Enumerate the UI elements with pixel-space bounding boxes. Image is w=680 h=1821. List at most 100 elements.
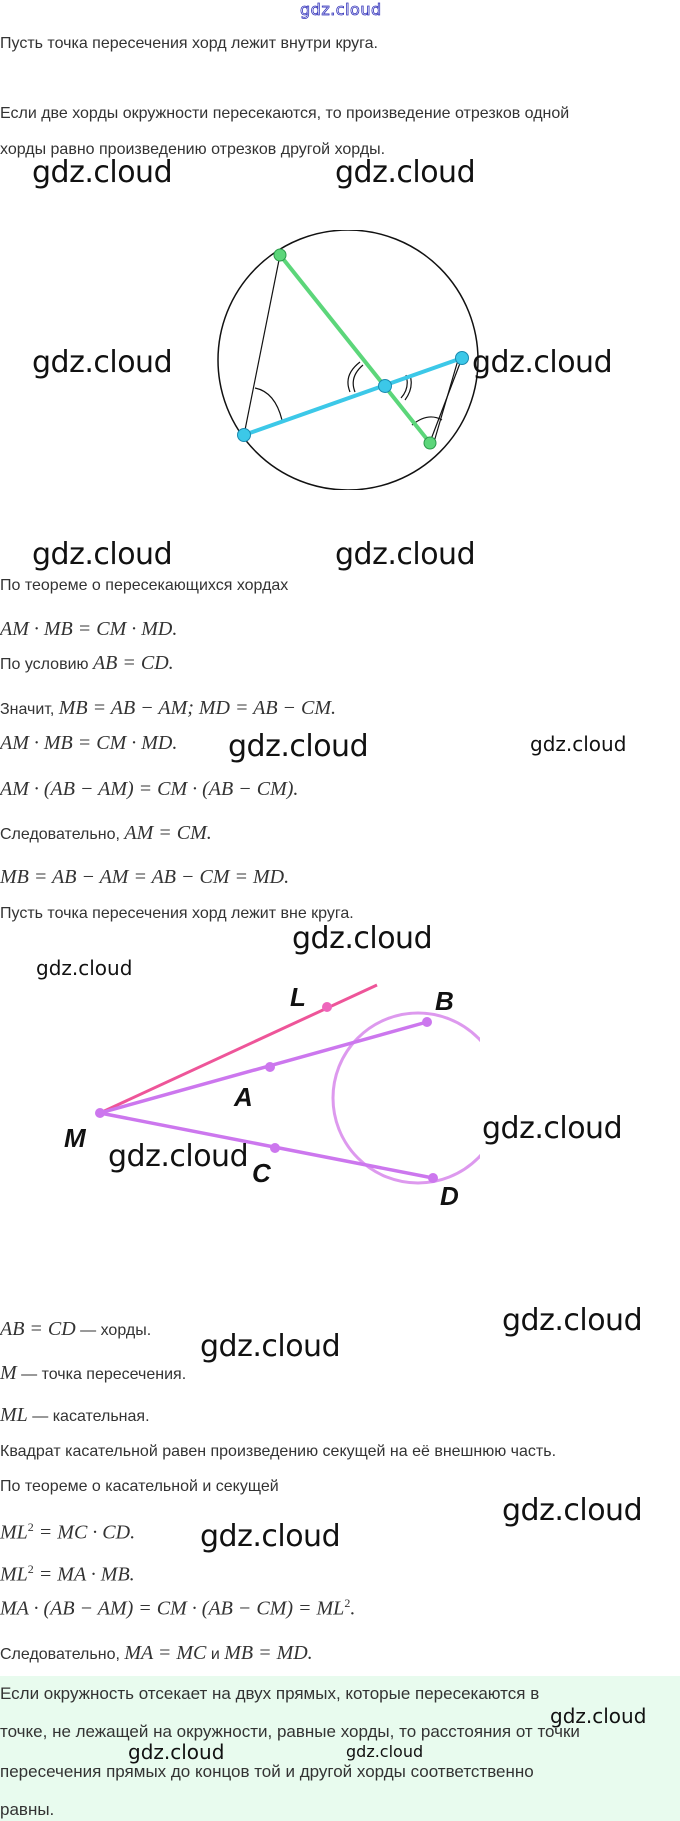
eq6-exponent: 2: [27, 1520, 34, 1534]
watermark: gdz.cloud: [108, 1139, 249, 1174]
conclusion-line1: Если окружность отсекает на двух прямых,…: [0, 1684, 540, 1703]
proof1-line3-prefix: Значит,: [0, 701, 59, 718]
theorem-line-1: Если две хорды окружности пересекаются, …: [0, 105, 570, 122]
point-green-top: [273, 248, 287, 262]
figure-intersecting-chords: [217, 230, 479, 490]
eq7-base: ML: [0, 1563, 28, 1586]
watermark: gdz.cloud: [36, 956, 133, 980]
point-blue-left: [237, 428, 251, 442]
watermark: gdz.cloud: [335, 537, 476, 572]
proof2-line9-prefix: Следовательно,: [0, 1646, 125, 1663]
proof2-line2: M — точка пересечения.: [0, 1362, 186, 1385]
conclusion-line2: точке, не лежащей на окружности, равные …: [0, 1722, 580, 1741]
proof2-line9: Следовательно, MA = MC и MB = MD.: [0, 1642, 313, 1665]
watermark: gdz.cloud: [228, 729, 369, 764]
proof2-eq6: ML2 = MC · CD.: [0, 1520, 135, 1545]
proof2-eq9b: MB = MD.: [224, 1642, 313, 1664]
label-C: C: [252, 1158, 272, 1188]
watermark: gdz.cloud: [32, 345, 173, 380]
point-blue-right: [455, 351, 469, 365]
proof1-eq7: MB = AB − AM = AB − CM = MD.: [0, 866, 290, 888]
eq8-exponent: 2: [344, 1596, 351, 1610]
watermark: gdz.cloud: [32, 155, 173, 190]
watermark: gdz.cloud: [32, 537, 173, 572]
proof1-eq3: MB = AB − AM; MD = AB − CM.: [58, 697, 337, 719]
theorem-line-2: хорды равно произведению отрезков другой…: [0, 141, 386, 158]
label-M: M: [64, 1123, 87, 1153]
proof1-line3: Значит, MB = AB − AM; MD = AB − CM.: [0, 697, 336, 720]
watermark: gdz.cloud: [346, 1742, 424, 1761]
proof1-eq5: AM · (AB − AM) = CM · (AB − CM).: [0, 778, 299, 800]
proof1-eq2: AB = CD.: [92, 652, 174, 674]
angle-arc-left: [254, 387, 283, 421]
point-D: [428, 1173, 438, 1183]
proof2-eq8: MA · (AB − AM) = CM · (AB − CM) = ML2.: [0, 1596, 355, 1621]
eq6-base: ML: [0, 1521, 28, 1544]
proof2-eq3: ML: [0, 1404, 28, 1426]
conclusion-line4: равны.: [0, 1800, 55, 1819]
conclusion-box: [0, 1676, 680, 1821]
point-A: [265, 1062, 275, 1072]
proof2-eq1-suffix: — хорды.: [75, 1322, 152, 1339]
watermark: gdz.cloud: [502, 1303, 643, 1338]
watermark-top: gdz.cloud: [300, 0, 382, 19]
section2-intro: Пусть точка пересечения хорд лежит вне к…: [0, 905, 354, 922]
point-C: [270, 1143, 280, 1153]
label-D: D: [440, 1181, 459, 1211]
proof1-eq6: AM = CM.: [124, 822, 212, 844]
proof2-line5: По теореме о касательной и секущей: [0, 1478, 279, 1495]
proof2-line4: Квадрат касательной равен произведению с…: [0, 1443, 557, 1460]
point-M: [95, 1108, 105, 1118]
chord-green: [278, 253, 432, 445]
section1-intro: Пусть точка пересечения хорд лежит внутр…: [0, 35, 378, 52]
chord-blue: [243, 356, 463, 437]
side-line-left: [243, 254, 281, 436]
secant-mab: [99, 1020, 428, 1115]
circle: [331, 1011, 480, 1185]
watermark: gdz.cloud: [200, 1329, 341, 1364]
proof2-line3: ML — касательная.: [0, 1404, 150, 1427]
point-green-bottom: [423, 436, 437, 450]
side-line-right-2: [433, 359, 459, 443]
proof1-eq1: AM · MB = CM · MD.: [0, 618, 178, 640]
proof1-line6-prefix: Следовательно,: [0, 826, 125, 843]
proof2-eq1: AB = CD: [0, 1318, 76, 1340]
label-B: B: [435, 986, 454, 1016]
proof1-line2-prefix: По условию: [0, 656, 93, 673]
proof2-line1: AB = CD — хорды.: [0, 1318, 151, 1341]
proof1-eq4: AM · MB = CM · MD.: [0, 732, 178, 754]
watermark: gdz.cloud: [292, 921, 433, 956]
watermark: gdz.cloud: [335, 155, 476, 190]
eq7-rest: = MA · MB.: [33, 1563, 135, 1586]
eq6-rest: = MC · CD.: [33, 1521, 136, 1544]
proof1-line2: По условию AB = CD.: [0, 652, 174, 675]
proof2-eq3-suffix: — касательная.: [27, 1408, 150, 1425]
watermark: gdz.cloud: [550, 1704, 647, 1728]
proof2-eq7: ML2 = MA · MB.: [0, 1562, 135, 1587]
watermark: gdz.cloud: [502, 1493, 643, 1528]
watermark: gdz.cloud: [200, 1519, 341, 1554]
label-L: L: [290, 982, 306, 1012]
label-A: A: [233, 1082, 253, 1112]
eq8-rest: .: [350, 1597, 356, 1620]
point-intersection: [378, 379, 392, 393]
angle-arc-center-2: [352, 364, 364, 393]
proof1-line6: Следовательно, AM = CM.: [0, 822, 212, 845]
watermark: gdz.cloud: [482, 1111, 623, 1146]
proof2-eq2-suffix: — точка пересечения.: [16, 1366, 187, 1383]
conclusion-line3: пересечения прямых до концов той и друго…: [0, 1762, 534, 1781]
proof1-line1: По теореме о пересекающихся хордах: [0, 577, 289, 594]
point-B: [422, 1017, 432, 1027]
point-L: [322, 1002, 332, 1012]
watermark: gdz.cloud: [128, 1740, 225, 1764]
figure-tangent-secants: L B A M C D: [64, 982, 480, 1211]
circle: [217, 230, 479, 490]
watermark: gdz.cloud: [472, 345, 613, 380]
angle-arc-center-1: [347, 361, 361, 393]
eq7-exponent: 2: [27, 1562, 34, 1576]
proof2-eq2: M: [0, 1362, 17, 1384]
secant-mcd: [99, 1111, 434, 1180]
eq8-main: MA · (AB − AM) = CM · (AB − CM) = ML: [0, 1597, 345, 1620]
proof2-eq9-mid: и: [206, 1646, 225, 1663]
watermark: gdz.cloud: [530, 732, 627, 756]
